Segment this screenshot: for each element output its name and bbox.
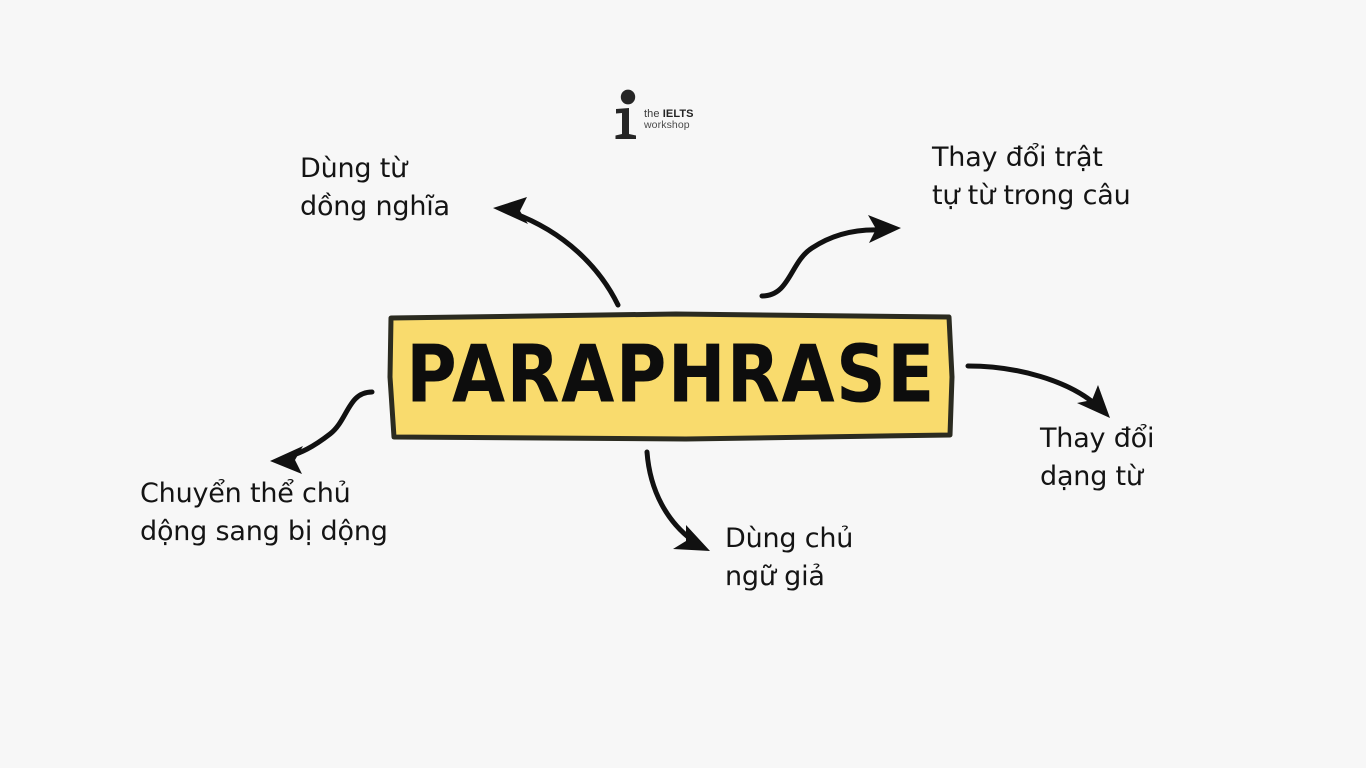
- branch-label-passive-voice: Chuyển thể chủ dộng sang bị dộng: [140, 478, 388, 548]
- central-node-shape: [387, 311, 955, 442]
- arrow-to-word-form: [965, 363, 1110, 418]
- logo-line-two: workshop: [644, 119, 690, 132]
- logo-brand-text: IELTS: [662, 107, 694, 120]
- central-node-paraphrase: PARAPHRASE: [386, 311, 956, 442]
- branch-label-word-order: Thay đổi trật tự từ trong câu: [932, 142, 1131, 212]
- logo-wordmark: the IELTS workshop: [644, 98, 694, 132]
- branch-label-dummy-subject: Dùng chủ ngữ giả: [725, 523, 854, 593]
- arrow-to-dummy-subject: [644, 449, 710, 551]
- logo-i-glyph: [615, 89, 636, 139]
- the-ielts-workshop-logo: the IELTS workshop: [612, 86, 717, 144]
- central-node-label: PARAPHRASE: [406, 327, 936, 421]
- logo-line-one: the IELTS: [644, 108, 694, 120]
- arrow-to-synonym: [493, 197, 621, 308]
- arrow-to-word-order: [759, 215, 901, 299]
- arrow-to-passive: [270, 389, 375, 474]
- branch-label-synonym: Dùng từ dồng nghĩa: [300, 153, 450, 223]
- branch-label-word-form: Thay đổi dạng từ: [1040, 423, 1155, 493]
- logo-the-text: the: [644, 107, 663, 120]
